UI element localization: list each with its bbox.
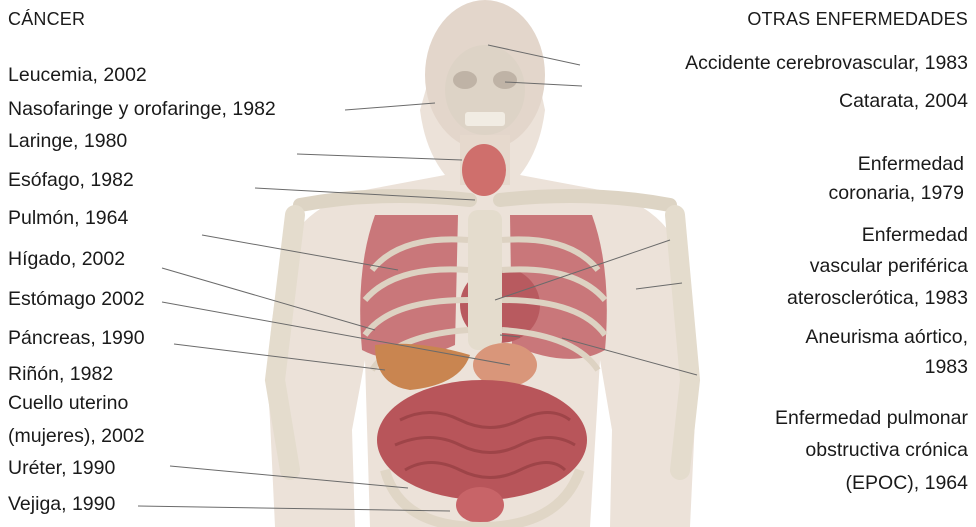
label-liver: Hígado, 2002 [8,247,125,271]
label-cervix-women: (mujeres), 2002 [8,424,145,448]
cancer-heading: CÁNCER [8,8,85,30]
label-copd-1: Enfermedad pulmonar [775,406,968,430]
label-cataract: Catarata, 2004 [839,89,968,113]
label-aneurysm-1: Aneurisma aórtico, [805,325,968,349]
bladder-shape [456,487,504,523]
label-kidney: Riñón, 1982 [8,362,113,386]
label-leukemia: Leucemia, 2002 [8,63,147,87]
right-eye-socket [493,71,517,89]
larynx-shape [462,144,506,196]
label-cervix: Cuello uterino [8,391,128,415]
sternum [468,210,502,350]
left-eye-socket [453,71,477,89]
label-bladder: Vejiga, 1990 [8,492,115,516]
label-aneurysm-2: 1983 [925,355,968,379]
label-stomach: Estómago 2002 [8,287,145,311]
right-humerus [675,215,690,470]
other-diseases-heading: OTRAS ENFERMEDADES [747,8,968,30]
label-ureter: Uréter, 1990 [8,456,115,480]
label-pvd-3: aterosclerótica, 1983 [787,286,968,310]
teeth [465,112,505,126]
label-nasopharynx: Nasofaringe y orofaringe, 1982 [8,97,276,121]
label-copd-3: (EPOC), 1964 [846,471,968,495]
label-coronary-2: coronaria, 1979 [828,181,964,205]
label-stroke: Accidente cerebrovascular, 1983 [685,51,968,75]
label-pancreas: Páncreas, 1990 [8,326,145,350]
label-copd-2: obstructiva crónica [805,438,968,462]
label-lung: Pulmón, 1964 [8,206,128,230]
label-pvd-2: vascular periférica [810,254,968,278]
label-esophagus: Esófago, 1982 [8,168,134,192]
label-pvd-1: Enfermedad [862,223,968,247]
label-larynx: Laringe, 1980 [8,129,127,153]
label-coronary-1: Enfermedad [858,152,964,176]
